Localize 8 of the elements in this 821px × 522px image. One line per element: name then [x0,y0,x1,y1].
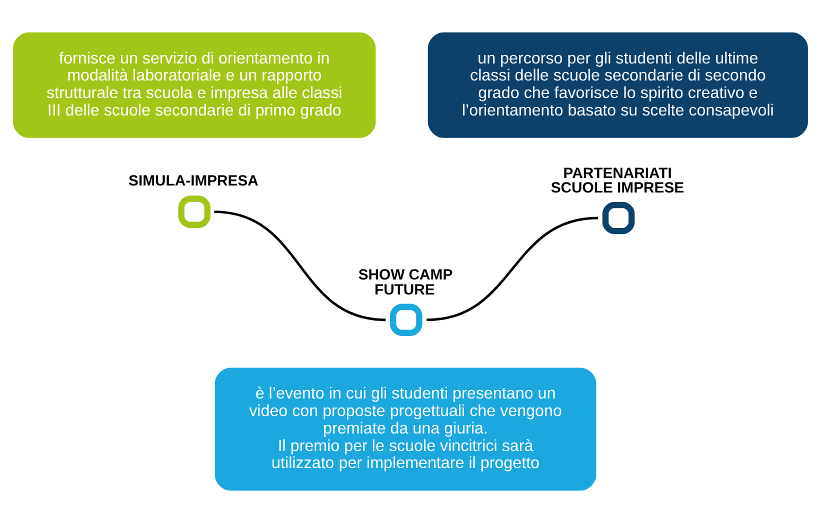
node-label: SIMULA-IMPRESA [128,172,258,189]
node-label: PARTENARIATI SCUOLE IMPRESE [550,165,684,196]
connector [426,216,598,321]
node-box: un percorso per gli studenti delle ultime classi delle scuole secondarie di secondo grado che favorisce lo spirito creativo e l’orientamento basato su scelte consapevoli [428,32,808,138]
connector [214,210,386,321]
node-box: fornisce un servizio di orientamento in modalità laboratoriale e un rapporto strutturale tra scuola e impresa alle classi III delle scuole secondarie di primo grado [13,32,376,138]
node-label: SHOW CAMP FUTURE [358,267,453,298]
node-box: è l’evento in cui gli studenti presentano un video con proposte progettuali che vengono premiate da una giuria. Il premio per le scuole vincitrici sarà utilizzato per implementare il progetto [214,367,596,490]
